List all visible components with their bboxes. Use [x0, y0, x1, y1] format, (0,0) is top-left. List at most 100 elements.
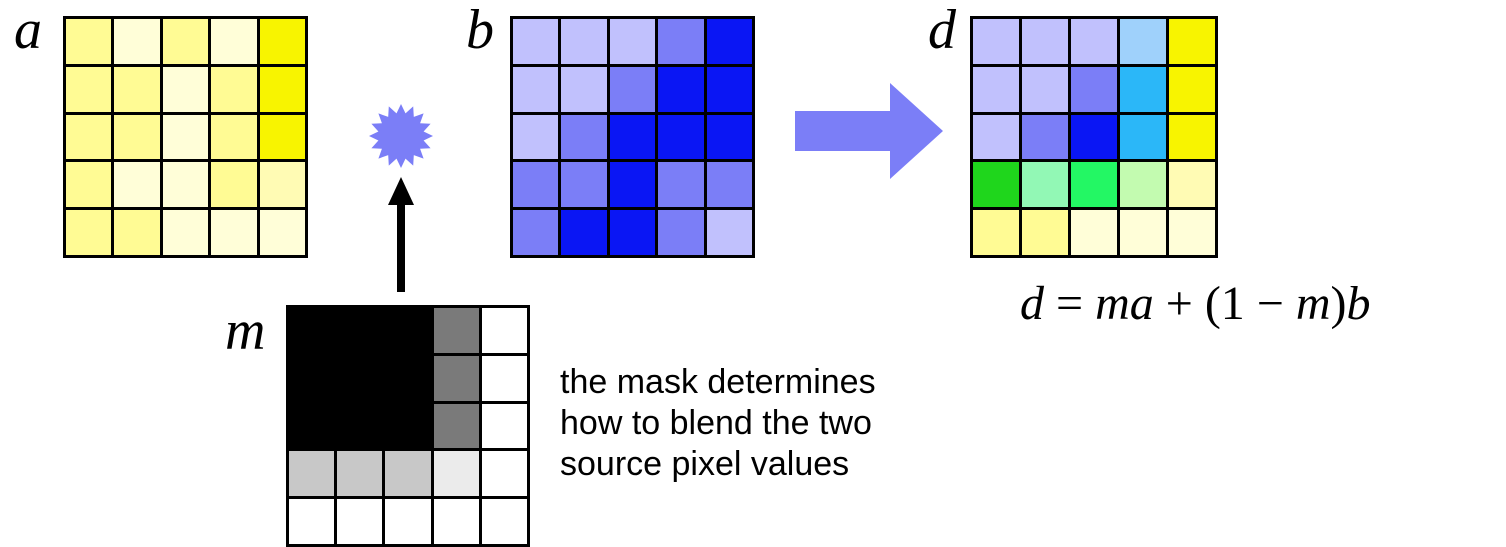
grid-d-cell: [1169, 162, 1215, 208]
grid-m-cell: [481, 451, 527, 497]
grid-m-cell: [481, 355, 527, 401]
grid-m-cell: [337, 451, 383, 497]
grid-b-cell: [561, 66, 607, 112]
grid-d-cell: [1022, 19, 1068, 64]
grid-d-cell: [1071, 162, 1117, 208]
grid-d-cell: [973, 114, 1019, 160]
grid-m-cell: [289, 355, 335, 401]
grid-a-cell: [114, 19, 160, 64]
arrow-up-shape: [388, 177, 414, 205]
grid-d-cell: [1169, 210, 1215, 255]
grid-d-cell: [1071, 114, 1117, 160]
grid-b-cell: [658, 114, 704, 160]
grid-b-cell: [561, 162, 607, 208]
grid-b-cell: [609, 210, 656, 255]
mask-caption: the mask determines how to blend the two…: [560, 362, 876, 485]
grid-d-cell: [1022, 162, 1068, 208]
result-d-grid: [970, 16, 1218, 258]
grid-d-cell: [1071, 210, 1117, 255]
formula-equals: =: [1044, 277, 1096, 330]
grid-b-cell: [658, 162, 704, 208]
grid-a-cell: [162, 114, 209, 160]
grid-b-cell: [561, 210, 607, 255]
grid-b-cell: [658, 210, 704, 255]
grid-d-cell: [973, 66, 1019, 112]
label-a: a: [14, 0, 42, 61]
grid-m-cell: [337, 355, 383, 401]
grid-m-cell: [337, 499, 383, 544]
arrow-up-shaft: [397, 203, 405, 292]
arrow-up-icon: [388, 177, 414, 292]
formula-close-paren: ): [1330, 277, 1347, 330]
caption-line-3: source pixel values: [560, 445, 850, 483]
grid-a-cell: [259, 19, 305, 64]
grid-d-cell: [973, 162, 1019, 208]
grid-a-cell: [211, 210, 257, 255]
source-a-grid: [63, 16, 308, 258]
grid-a-cell: [66, 114, 112, 160]
grid-b-cell: [561, 114, 607, 160]
grid-d-cell: [973, 210, 1019, 255]
grid-m-cell: [385, 499, 431, 544]
grid-m-cell: [289, 308, 335, 353]
grid-b-cell: [513, 66, 559, 112]
grid-b-cell: [706, 19, 752, 64]
grid-d-cell: [1120, 19, 1166, 64]
formula-plus-open: + (1 −: [1153, 277, 1296, 330]
grid-b-cell: [513, 210, 559, 255]
star-burst-icon: [369, 104, 433, 168]
grid-b-cell: [706, 66, 752, 112]
grid-b-cell: [609, 162, 656, 208]
grid-m-cell: [481, 403, 527, 449]
mask-m-grid: [286, 305, 530, 547]
grid-d-cell: [1120, 162, 1166, 208]
grid-a-cell: [259, 162, 305, 208]
grid-a-cell: [211, 162, 257, 208]
caption-line-2: how to blend the two: [560, 404, 872, 442]
grid-m-cell: [337, 308, 383, 353]
grid-b-cell: [513, 114, 559, 160]
grid-d-cell: [1071, 66, 1117, 112]
grid-a-cell: [162, 210, 209, 255]
grid-a-cell: [162, 19, 209, 64]
grid-b-cell: [513, 19, 559, 64]
grid-d-cell: [1022, 114, 1068, 160]
source-b-grid: [510, 16, 755, 258]
grid-m-cell: [433, 355, 479, 401]
grid-m-cell: [481, 308, 527, 353]
arrow-right-shape: [795, 83, 943, 179]
grid-a-cell: [259, 210, 305, 255]
grid-b-cell: [658, 66, 704, 112]
grid-a-cell: [66, 162, 112, 208]
grid-m-cell: [289, 451, 335, 497]
grid-d-cell: [1169, 19, 1215, 64]
grid-a-cell: [66, 19, 112, 64]
formula-term-ma: ma: [1095, 277, 1154, 330]
label-m: m: [225, 300, 266, 362]
label-b: b: [466, 0, 494, 61]
grid-a-cell: [114, 114, 160, 160]
grid-m-cell: [433, 451, 479, 497]
grid-m-cell: [385, 355, 431, 401]
caption-line-1: the mask determines: [560, 363, 876, 401]
grid-d-cell: [1120, 114, 1166, 160]
grid-a-cell: [114, 66, 160, 112]
formula-term-b: b: [1346, 277, 1371, 330]
grid-d-cell: [1120, 66, 1166, 112]
grid-d-cell: [1022, 66, 1068, 112]
grid-m-cell: [289, 499, 335, 544]
grid-m-cell: [433, 308, 479, 353]
grid-b-cell: [609, 66, 656, 112]
grid-m-cell: [433, 499, 479, 544]
formula-lhs: d: [1020, 277, 1044, 330]
grid-d-cell: [1169, 114, 1215, 160]
grid-m-cell: [337, 403, 383, 449]
grid-m-cell: [385, 451, 431, 497]
grid-b-cell: [706, 210, 752, 255]
grid-a-cell: [66, 210, 112, 255]
grid-m-cell: [481, 499, 527, 544]
grid-a-cell: [211, 114, 257, 160]
blend-formula: d = ma + (1 − m)b: [1020, 280, 1371, 328]
grid-m-cell: [385, 308, 431, 353]
grid-b-cell: [609, 114, 656, 160]
